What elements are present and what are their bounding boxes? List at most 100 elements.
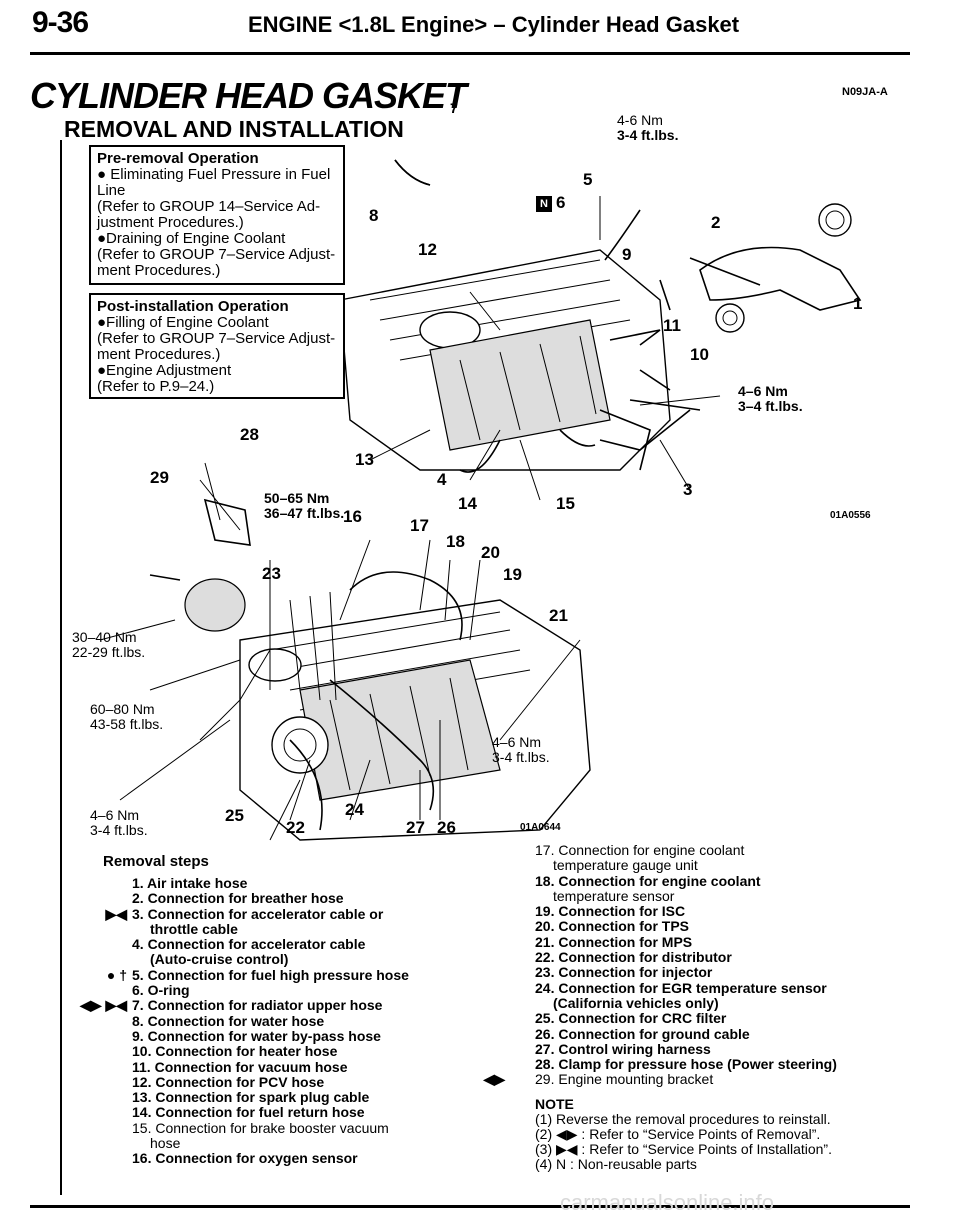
post-installation-line: ment Procedures.) — [97, 346, 221, 363]
removal-step: (California vehicles only) — [535, 995, 837, 1011]
removal-step-text: 23. Connection for injector — [535, 964, 713, 981]
removal-step: hose — [132, 1135, 409, 1152]
removal-step: ◀▶ 29. Engine mounting bracket — [483, 1071, 837, 1088]
footer-rule — [30, 1205, 910, 1208]
callout-16: 16 — [343, 507, 362, 526]
removal-step: 27. Control wiring harness — [535, 1040, 837, 1057]
removal-step-text: temperature sensor — [553, 887, 675, 904]
callout-10: 10 — [690, 345, 709, 364]
removal-step-text: 6. O-ring — [132, 982, 190, 999]
pre-removal-line: ● Eliminating Fuel Pressure in Fuel — [97, 166, 331, 183]
torque-nm: 50–65 Nm — [264, 490, 330, 506]
callout-29: 29 — [150, 468, 169, 487]
removal-step-text: hose — [150, 1135, 181, 1152]
removal-step-text: temperature gauge unit — [553, 857, 698, 874]
callout-2: 2 — [711, 213, 721, 232]
removal-step: ● †5. Connection for fuel high pressure … — [107, 966, 409, 983]
removal-step-text: 1. Air intake hose — [132, 875, 248, 891]
lower-engine-drawing — [99, 462, 591, 841]
removal-step: (Auto-cruise control) — [132, 952, 409, 967]
note-block: NOTE (1) Reverse the removal procedures … — [535, 1097, 832, 1172]
callout-22: 22 — [286, 818, 305, 837]
removal-step: 4. Connection for accelerator cable — [132, 937, 409, 952]
removal-step: 25. Connection for CRC filter — [535, 1011, 837, 1026]
removal-step: 6. O-ring — [132, 982, 409, 999]
callout-8: 8 — [369, 206, 379, 225]
callout-13: 13 — [355, 450, 374, 469]
callout-4: 4 — [437, 470, 447, 489]
removal-step-text: 8. Connection for water hose — [132, 1012, 325, 1029]
removal-step: 18. Connection for engine coolant — [535, 872, 837, 889]
removal-step-text: (Auto-cruise control) — [150, 951, 289, 968]
removal-step: 22. Connection for distributor — [535, 949, 837, 965]
removal-step: 24. Connection for EGR temperature senso… — [535, 979, 837, 996]
service-point-mark: ◀▶ — [483, 1071, 505, 1088]
torque-nm: 30–40 Nm — [72, 629, 137, 645]
callout-1: 1 — [853, 294, 863, 313]
removal-step-text: 13. Connection for spark plug cable — [132, 1089, 370, 1106]
removal-step-text: 5. Connection for fuel high pressure hos… — [132, 966, 409, 983]
section-subtitle: REMOVAL AND INSTALLATION — [64, 116, 404, 142]
section-title: CYLINDER HEAD GASKET — [30, 75, 467, 116]
torque-nm: 4-6 Nm — [617, 112, 663, 128]
watermark: carmanualsonline.info — [560, 1190, 775, 1215]
callout-12: 12 — [418, 240, 437, 259]
removal-step: 20. Connection for TPS — [535, 919, 837, 934]
pre-removal-line: (Refer to GROUP 7–Service Adjust- — [97, 246, 336, 263]
torque-nm: 4–6 Nm — [738, 383, 788, 399]
removal-step-text: 28. Clamp for pressure hose (Power steer… — [535, 1056, 837, 1073]
removal-step-text: 24. Connection for EGR temperature senso… — [535, 979, 827, 996]
non-reusable-icon: N — [536, 196, 552, 212]
callout-20: 20 — [481, 543, 500, 562]
callout-27: 27 — [406, 818, 425, 837]
callout-3: 3 — [683, 480, 693, 499]
removal-step: 2. Connection for breather hose — [132, 891, 409, 906]
removal-step-text: 15. Connection for brake booster vacuum — [132, 1119, 389, 1136]
pre-removal-box: Pre-removal Operation ● Eliminating Fuel… — [89, 145, 345, 285]
note-line: (2) ◀▶ : Refer to “Service Points of Rem… — [535, 1126, 821, 1142]
removal-step-text: 11. Connection for vacuum hose — [132, 1058, 348, 1075]
callout-23: 23 — [262, 564, 281, 583]
removal-step-text: 16. Connection for oxygen sensor — [132, 1150, 358, 1167]
post-installation-line: ●Filling of Engine Coolant — [97, 314, 269, 331]
torque-ftlbs: 3–4 ft.lbs. — [738, 398, 803, 414]
post-installation-heading: Post-installation Operation — [97, 298, 289, 315]
callout-11: 11 — [663, 316, 681, 335]
section-code: N09JA-A — [842, 86, 888, 98]
removal-step: 17. Connection for engine coolant — [535, 842, 837, 858]
torque-label-top: 4-6 Nm 3-4 ft.lbs. — [617, 113, 678, 143]
torque-label-bottom: 4–6 Nm 3-4 ft.lbs. — [90, 808, 148, 838]
removal-step-text: 3. Connection for accelerator cable or — [132, 905, 384, 922]
callout-17: 17 — [410, 516, 429, 535]
removal-step-text: 4. Connection for accelerator cable — [132, 936, 366, 953]
callout-7: 7 — [450, 100, 458, 116]
torque-nm: 60–80 Nm — [90, 701, 155, 717]
removal-step-text: 27. Control wiring harness — [535, 1040, 711, 1057]
torque-nm: 4–6 Nm — [90, 807, 140, 823]
pre-removal-line: Line — [97, 182, 126, 199]
callout-15: 15 — [556, 494, 575, 513]
torque-ftlbs: 22-29 ft.lbs. — [72, 644, 146, 660]
pre-removal-line: ●Draining of Engine Coolant — [97, 230, 286, 247]
removal-step: temperature sensor — [535, 887, 837, 904]
figure-code-upper: 01A0556 — [830, 510, 871, 521]
removal-step-text: 9. Connection for water by-pass hose — [132, 1027, 381, 1044]
removal-step-text: 20. Connection for TPS — [535, 918, 690, 935]
removal-step: 10. Connection for heater hose — [132, 1044, 409, 1059]
callout-28: 28 — [240, 425, 259, 444]
pre-removal-line: ment Procedures.) — [97, 262, 221, 279]
removal-step: 28. Clamp for pressure hose (Power steer… — [535, 1057, 837, 1072]
removal-step-text: 12. Connection for PCV hose — [132, 1073, 325, 1090]
removal-step-text: 18. Connection for engine coolant — [535, 872, 761, 889]
removal-step-text: 21. Connection for MPS — [535, 933, 693, 950]
torque-ftlbs: 36–47 ft.lbs. — [264, 505, 345, 521]
torque-ftlbs: 3-4 ft.lbs. — [90, 822, 148, 838]
callout-19: 19 — [503, 565, 522, 584]
header-rule — [30, 52, 910, 55]
removal-step-text: 29. Engine mounting bracket — [535, 1071, 714, 1088]
removal-step-text: 26. Connection for ground cable — [535, 1025, 750, 1042]
removal-step: 9. Connection for water by-pass hose — [132, 1027, 409, 1044]
removal-step: 11. Connection for vacuum hose — [132, 1058, 409, 1075]
callout-21: 21 — [549, 606, 568, 625]
upper-engine-drawing — [339, 159, 862, 501]
